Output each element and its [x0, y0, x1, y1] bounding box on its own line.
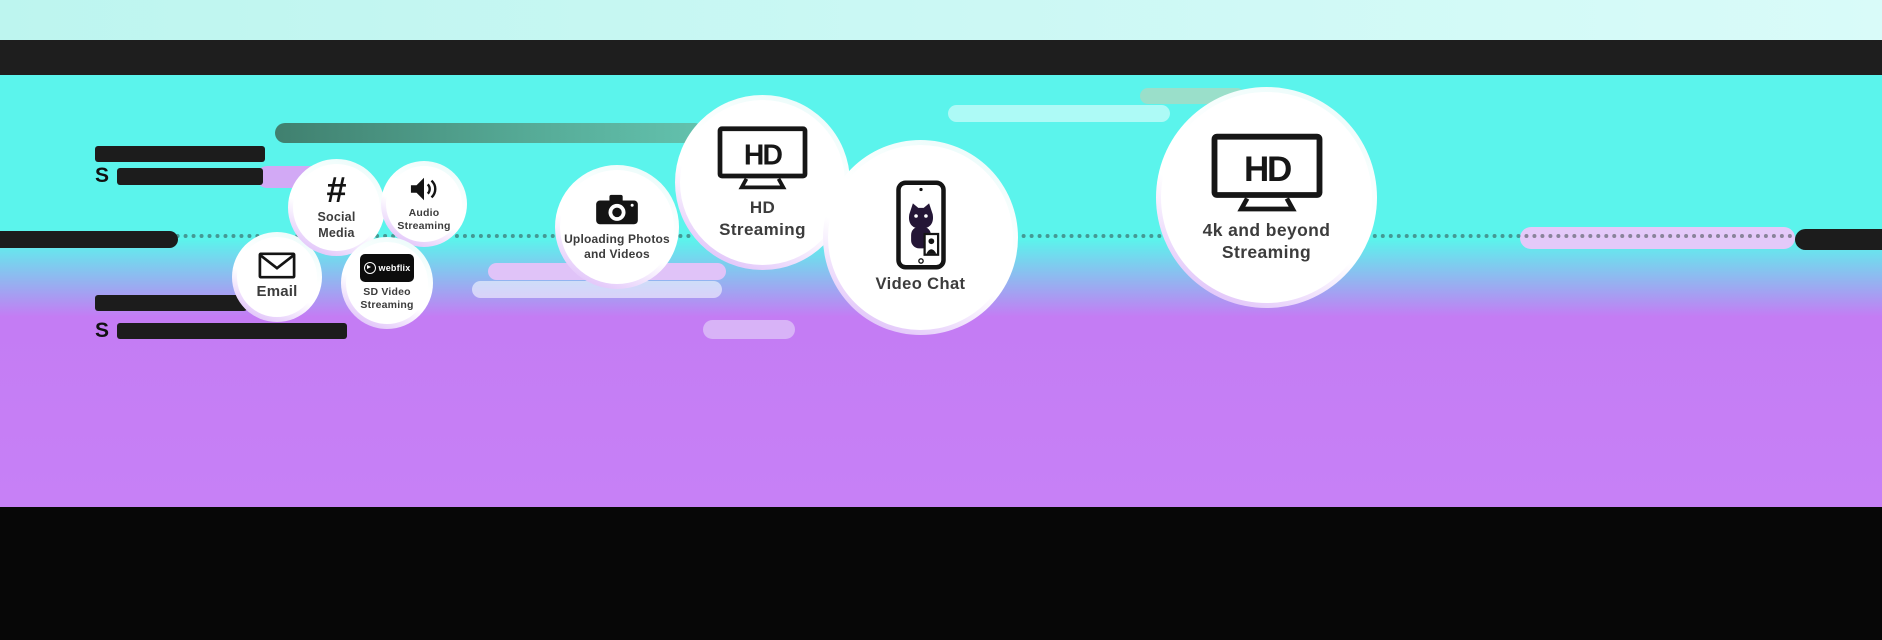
camera-icon	[594, 192, 640, 228]
hd-tv-icon: HD	[715, 125, 810, 193]
bubble-label: Video Chat	[875, 275, 966, 294]
decor-capsule-lavender-small	[703, 320, 795, 339]
redacted-text-bar	[95, 295, 247, 311]
hd-tv-icon: HD	[1208, 132, 1326, 216]
webflix-badge-icon: webflix	[360, 253, 414, 282]
redacted-row-prefix: S	[95, 164, 110, 187]
bubble-face: Audio Streaming	[386, 166, 462, 242]
speaker-icon	[408, 175, 440, 203]
decor-capsule-white-center	[472, 281, 722, 298]
top-black-band	[0, 40, 1882, 75]
bubble-face: # Social Media	[293, 164, 380, 251]
email-bubble: Email	[232, 232, 322, 322]
bubble-face: HD 4k and beyond Streaming	[1161, 92, 1372, 303]
bubble-face: Uploading Photos and Videos	[560, 170, 674, 284]
four-k-streaming-bubble: HD 4k and beyond Streaming	[1156, 87, 1377, 308]
envelope-icon	[258, 252, 296, 279]
tv-screen-text: HD	[744, 140, 783, 172]
hashtag-icon: #	[326, 168, 347, 210]
redacted-text-bar	[0, 231, 178, 248]
bubble-face: Video Chat	[828, 145, 1013, 330]
decor-capsule-white-top	[948, 105, 1170, 122]
redacted-text-bar	[95, 146, 265, 162]
uploading-photos-bubble: Uploading Photos and Videos	[555, 165, 679, 289]
bubble-face: webflix SD Video Streaming	[346, 242, 428, 324]
redacted-row-prefix: S	[95, 319, 110, 342]
bubble-label: HD Streaming	[719, 198, 806, 239]
audio-streaming-bubble: Audio Streaming	[381, 161, 467, 247]
bubble-label: Social Media	[317, 210, 356, 240]
bubble-label: SD Video Streaming	[360, 285, 414, 311]
decor-capsule-teal	[275, 123, 705, 143]
bubble-label: Audio Streaming	[397, 206, 451, 232]
sd-video-streaming-bubble: webflix SD Video Streaming	[341, 237, 433, 329]
video-chat-bubble: Video Chat	[823, 140, 1018, 335]
bubble-label: 4k and beyond Streaming	[1202, 219, 1331, 262]
bubble-face: HD HD Streaming	[680, 100, 845, 265]
webflix-play-icon	[363, 261, 376, 274]
redacted-text-bar	[117, 168, 263, 185]
bubble-label: Uploading Photos and Videos	[564, 232, 670, 261]
redacted-text-bar	[117, 323, 347, 339]
bubble-face: Email	[237, 237, 317, 317]
bottom-black-band	[0, 507, 1882, 640]
decor-capsule-lavender-right	[1520, 227, 1795, 249]
top-pale-band	[0, 0, 1882, 40]
redacted-text-bar	[1795, 229, 1882, 250]
webflix-wordmark: webflix	[378, 262, 411, 273]
hd-streaming-bubble: HD HD Streaming	[675, 95, 850, 270]
video-call-phone-icon	[894, 180, 948, 270]
bubble-label: Email	[256, 283, 298, 301]
tv-screen-text: HD	[1244, 150, 1291, 189]
